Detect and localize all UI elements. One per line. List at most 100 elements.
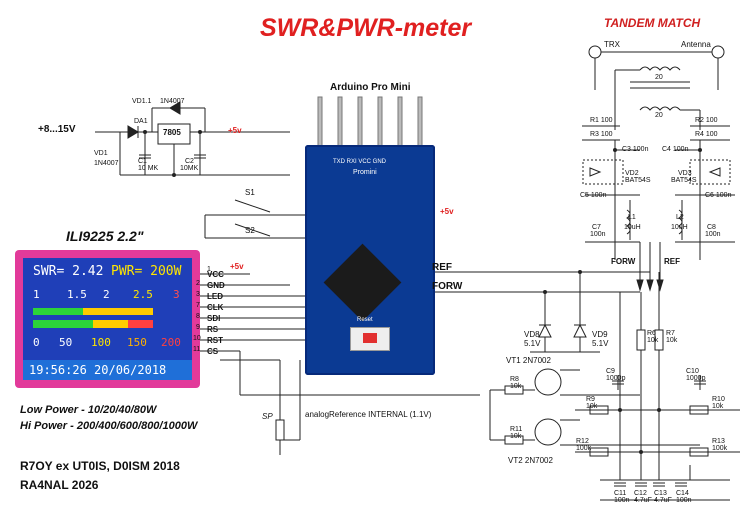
reset-button[interactable] bbox=[350, 327, 390, 351]
mcu-chip bbox=[323, 243, 402, 322]
lcd-scale-top-2: 1.5 bbox=[67, 288, 87, 301]
r4-label: R4 100 bbox=[695, 131, 718, 138]
vd11-type: 1N4007 bbox=[160, 98, 185, 105]
hi-power-note: Hi Power - 200/400/600/800/1000W bbox=[20, 420, 198, 432]
l2-value: 10uH bbox=[671, 224, 688, 231]
vd2-type: BAT54S bbox=[625, 177, 651, 184]
lcd-clock-bar: 19:56:26 20/06/2018 bbox=[23, 360, 192, 380]
board-silk-top: TXD RXI VCC GND bbox=[333, 159, 387, 165]
pin-name-clk: CLK bbox=[207, 303, 224, 312]
lcd-scale-bottom-4: 150 bbox=[127, 336, 147, 349]
s1-label: S1 bbox=[245, 188, 255, 197]
plus5v-lcd-label: +5v bbox=[230, 262, 244, 271]
vd3-type: BAT54S bbox=[671, 177, 697, 184]
c12-label: C12 bbox=[634, 490, 647, 497]
r10-value: 10k bbox=[712, 403, 724, 410]
vd9-voltage: 5.1V bbox=[592, 339, 609, 348]
regulator-label: 7805 bbox=[163, 128, 181, 137]
sp-label: SP bbox=[262, 412, 273, 421]
c3-label: C3 100n bbox=[622, 146, 649, 153]
supply-input-label: +8...15V bbox=[38, 124, 76, 135]
c14-value: 100n bbox=[676, 497, 692, 504]
aref-note: analogReference INTERNAL (1.1V) bbox=[305, 410, 432, 419]
c2-value: 10MK bbox=[180, 165, 199, 172]
r2-label: R2 100 bbox=[695, 117, 718, 124]
pin-name-gnd: GND bbox=[207, 281, 225, 290]
c2-label: C2 bbox=[185, 158, 194, 165]
low-power-note: Low Power - 10/20/40/80W bbox=[20, 404, 157, 416]
pin-name-rs: RS bbox=[207, 325, 219, 334]
r12-value: 100k bbox=[576, 445, 592, 452]
r6-label: R6 bbox=[647, 330, 656, 337]
pin-num-7: 7 bbox=[196, 302, 200, 309]
lcd-scale-bottom-2: 50 bbox=[59, 336, 73, 349]
lcd-scale-top-3: 2 bbox=[103, 288, 110, 301]
reset-silk: Reset bbox=[357, 317, 373, 323]
pin-num-1: 1 bbox=[207, 266, 211, 273]
lcd-scale-bottom-5: 200 bbox=[161, 336, 181, 349]
r13-value: 100k bbox=[712, 445, 728, 452]
lcd-model: ILI9225 2.2" bbox=[66, 228, 144, 244]
credit-line-1: R7OY ex UT0IS, D0ISM 2018 bbox=[20, 459, 180, 473]
pin-name-vcc: VCC bbox=[207, 270, 224, 279]
credit-line-2: RA4NAL 2026 bbox=[20, 478, 99, 492]
c1-value: 10 MK bbox=[138, 165, 159, 172]
tandem-match-title: TANDEM MATCH bbox=[604, 16, 701, 30]
r11-label: R11 bbox=[510, 426, 523, 433]
board-label: Arduino Pro Mini bbox=[330, 82, 411, 93]
lcd-clock: 19:56:26 20/06/2018 bbox=[29, 363, 167, 377]
c13-label: C13 bbox=[654, 490, 667, 497]
r7-value: 10k bbox=[666, 337, 678, 344]
pin-num-11: 11 bbox=[193, 346, 201, 353]
vd11-label: VD1.1 bbox=[132, 98, 152, 105]
c1-label: C1 bbox=[138, 158, 147, 165]
lcd-display: SWR= 2.42 PWR= 200W 1 1.5 2 2.5 3 0 50 1… bbox=[15, 250, 200, 388]
lcd-scale-bottom-1: 0 bbox=[33, 336, 40, 349]
c8-value: 100n bbox=[705, 231, 721, 238]
r13-label: R13 bbox=[712, 438, 725, 445]
c12-value: 4.7uF bbox=[634, 497, 652, 504]
tandem-ref-label: REF bbox=[664, 257, 680, 266]
transformer-top-turns: 20 bbox=[655, 74, 663, 81]
trx-label: TRX bbox=[604, 40, 620, 49]
tandem-forw-label: FORW bbox=[611, 257, 636, 266]
lcd-scale-top-5: 3 bbox=[173, 288, 180, 301]
vd8-label: VD8 bbox=[524, 330, 540, 339]
vd1-type: 1N4007 bbox=[94, 160, 119, 167]
pin-name-rst: RST bbox=[207, 336, 223, 345]
lcd-scale-top-1: 1 bbox=[33, 288, 40, 301]
r1-label: R1 100 bbox=[590, 117, 613, 124]
c6-label: C6 100n bbox=[705, 192, 732, 199]
r9-value: 10k bbox=[586, 403, 598, 410]
lcd-screen: SWR= 2.42 PWR= 200W 1 1.5 2 2.5 3 0 50 1… bbox=[23, 258, 192, 380]
c11-value: 100n bbox=[614, 497, 630, 504]
pin-num-10: 10 bbox=[193, 335, 201, 342]
lcd-scale-bottom-3: 100 bbox=[91, 336, 111, 349]
r11-value: 10k bbox=[510, 433, 522, 440]
c9-label: C9 bbox=[606, 368, 615, 375]
c13-value: 4.7uF bbox=[654, 497, 672, 504]
pin-num-8: 8 bbox=[196, 313, 200, 320]
c14-label: C14 bbox=[676, 490, 689, 497]
s2-label: S2 bbox=[245, 226, 255, 235]
l1-value: 10uH bbox=[624, 224, 641, 231]
l2-label: L2 bbox=[676, 214, 684, 221]
transformer-bottom-turns: 20 bbox=[655, 112, 663, 119]
lcd-swr: SWR= 2.42 bbox=[33, 264, 104, 279]
vt1-label: VT1 2N7002 bbox=[506, 356, 551, 365]
r3-label: R3 100 bbox=[590, 131, 613, 138]
vd2-label: VD2 bbox=[625, 170, 639, 177]
lcd-bar-graph bbox=[33, 308, 153, 328]
plus5v-label: +5v bbox=[228, 126, 242, 135]
c10-value: 1000p bbox=[686, 375, 706, 382]
c4-label: C4 100n bbox=[662, 146, 689, 153]
plus5v-board-label: +5v bbox=[440, 207, 454, 216]
vd8-voltage: 5.1V bbox=[524, 339, 541, 348]
vd3-label: VD3 bbox=[678, 170, 692, 177]
c10-label: C10 bbox=[686, 368, 699, 375]
vd9-label: VD9 bbox=[592, 330, 608, 339]
arduino-board: TXD RXI VCC GND Promini Reset bbox=[305, 145, 435, 375]
antenna-label: Antenna bbox=[681, 40, 711, 49]
r8-label: R8 bbox=[510, 376, 519, 383]
